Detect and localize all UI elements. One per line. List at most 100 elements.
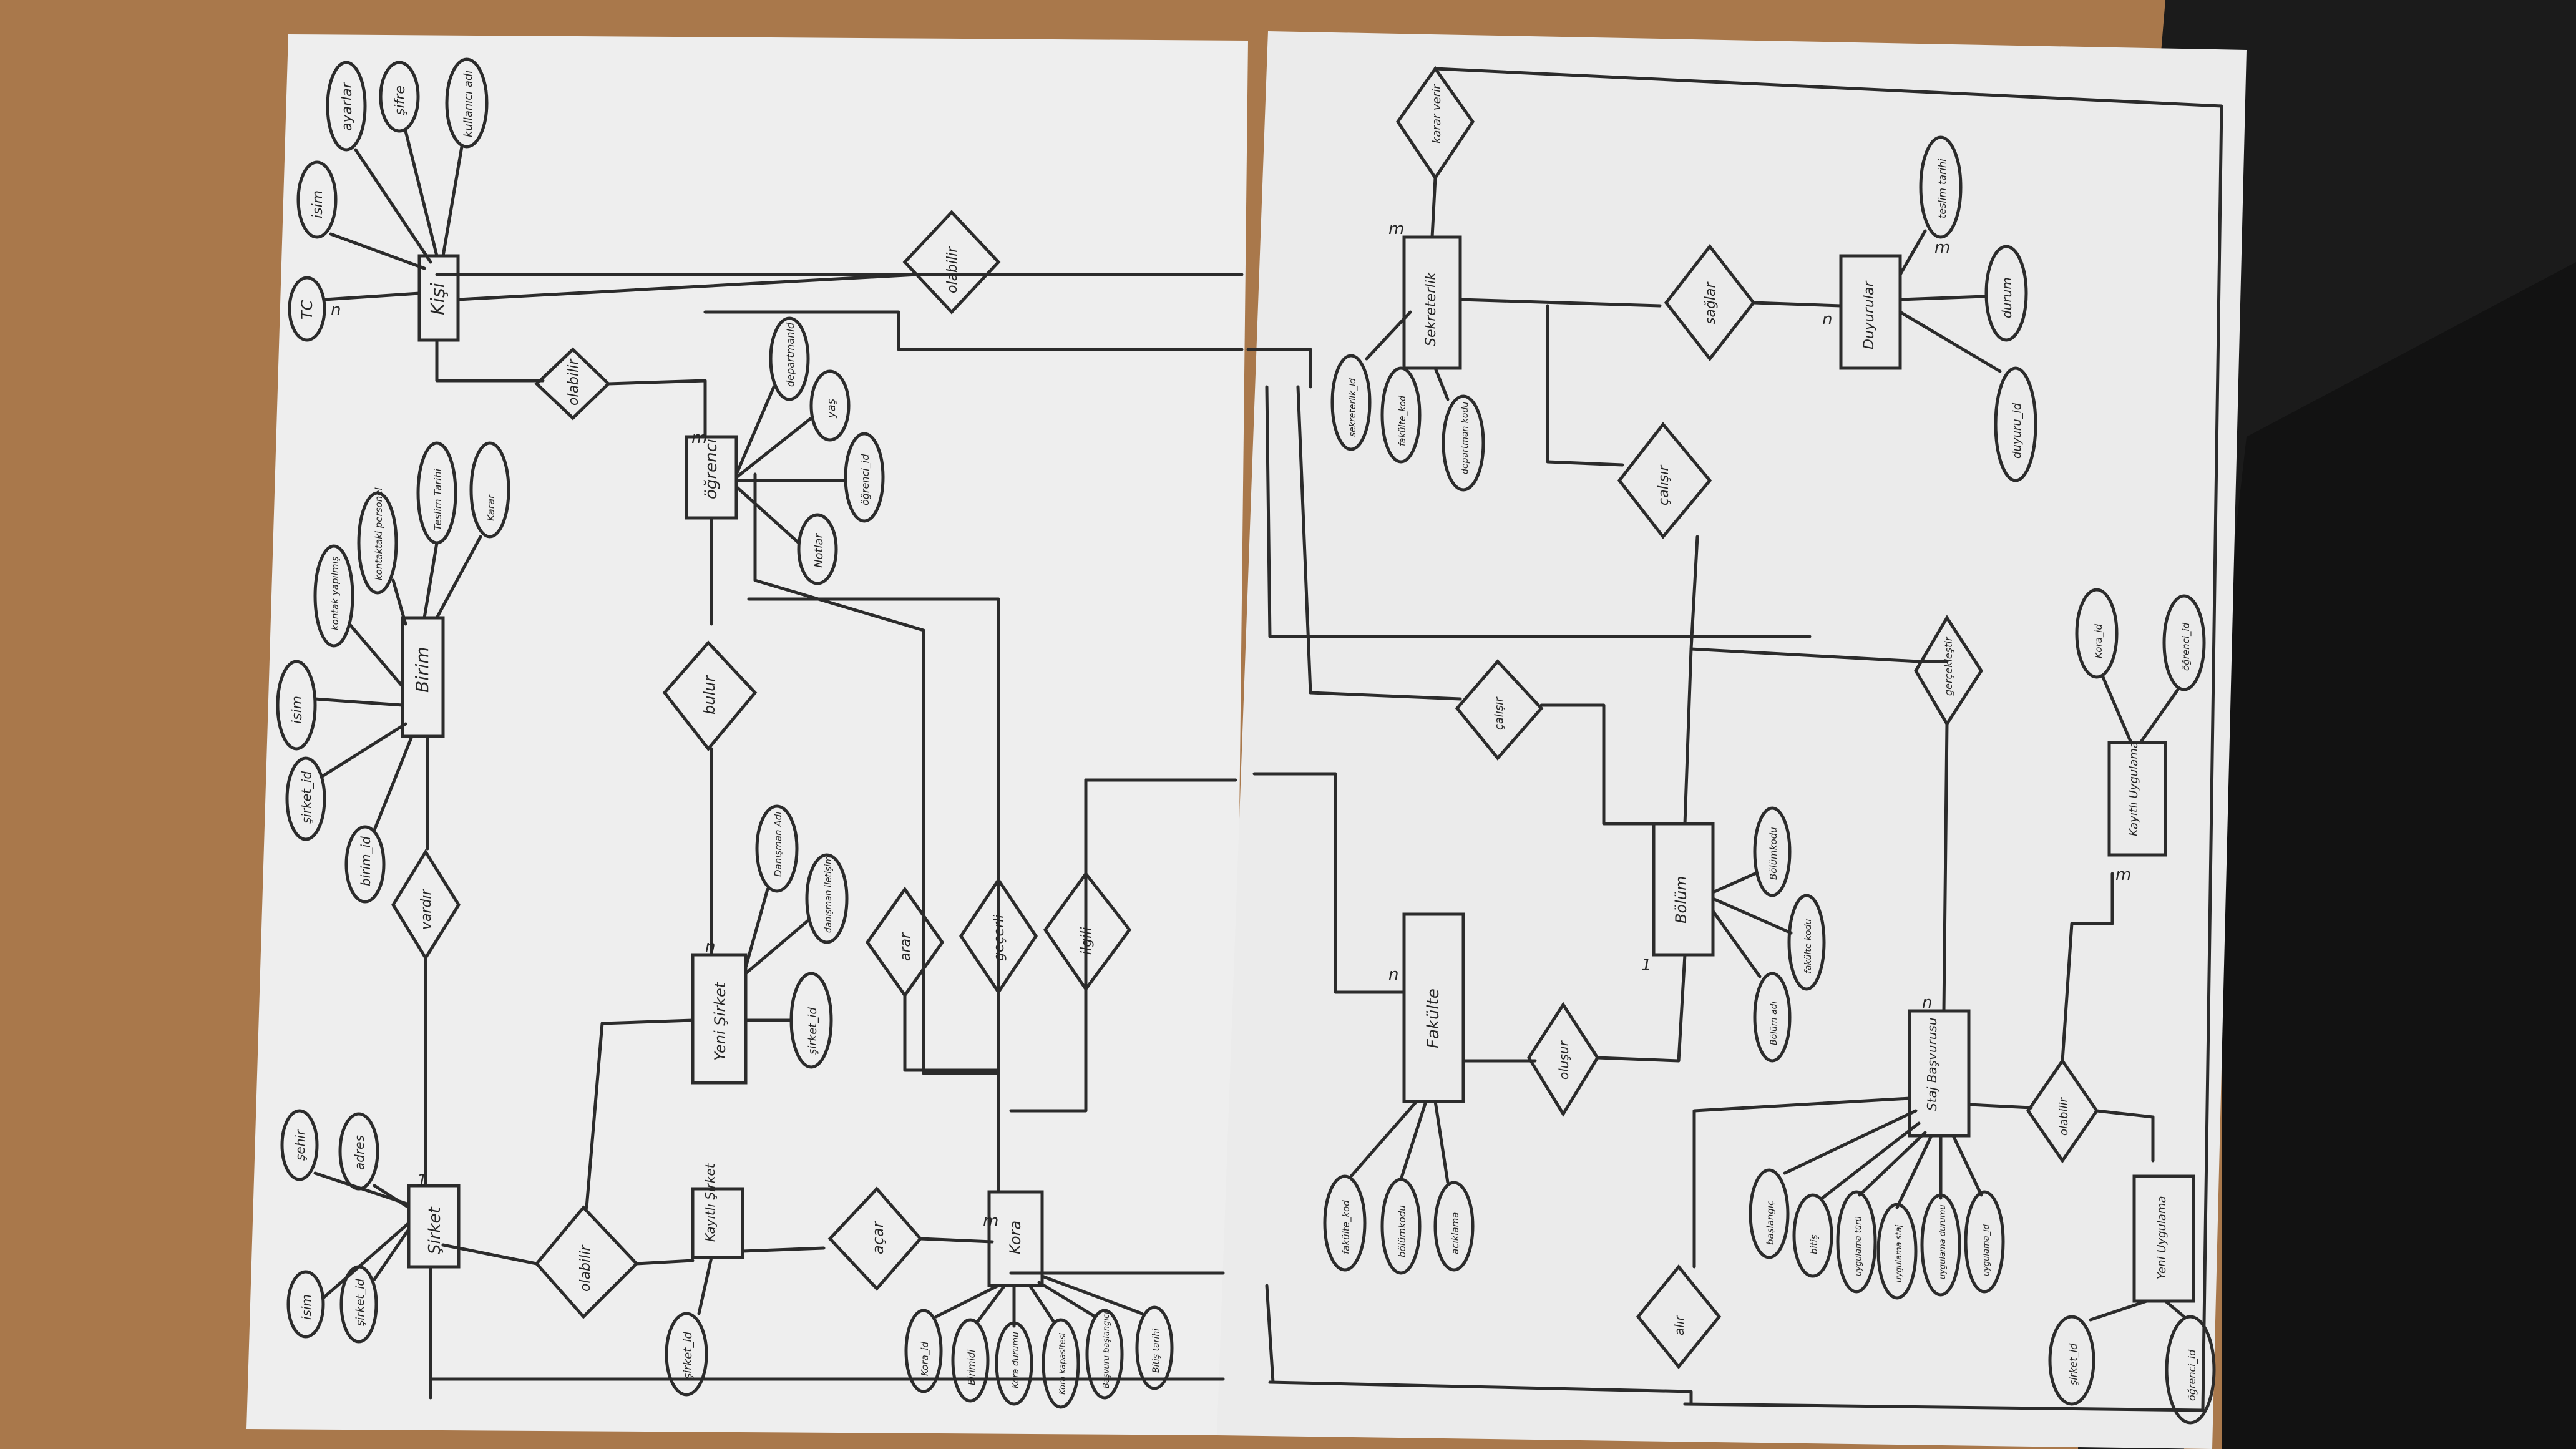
attr-links: [2101, 675, 2180, 744]
attr-uygulama-turu: [1836, 1190, 1877, 1294]
attr-kayitli-sirket-id-label: şirket_id: [681, 1332, 695, 1379]
attr-bolumkodu-f-label: bölümkodu: [1397, 1205, 1408, 1257]
line: [1296, 385, 1462, 701]
line: [741, 1246, 826, 1253]
line: [1430, 176, 1437, 239]
attr-birim-isim: [276, 660, 317, 751]
card-mark: n: [1822, 310, 1832, 329]
attr-bitis-label: bitiş: [1808, 1234, 1820, 1254]
entity-staj-basvurusu-label: Staj Başvurusu: [1925, 1017, 1939, 1111]
attr-tc-label: TC: [298, 300, 316, 320]
attr-personel: [357, 491, 398, 595]
rel-gerceklestir-label: gerçekleştir: [1943, 636, 1954, 696]
attr-tc: [288, 276, 326, 342]
rel-olabilir-3-label: olabilir: [578, 1244, 593, 1292]
rel-bulur: [662, 640, 758, 751]
attr-durum-label: durum: [1999, 277, 2014, 318]
attr-ogrenci-id-ku: [2162, 594, 2206, 691]
line: [1967, 1103, 2033, 1110]
entity-kisi-label: Kişi: [427, 282, 449, 315]
rel-saglar-label: sağlar: [1703, 281, 1719, 324]
attr-birim-id-label: birim_id: [358, 836, 373, 886]
attr-isim-label: isim: [310, 190, 326, 218]
attr-notlar: [797, 513, 838, 585]
rel-alir-label: alır: [1672, 1315, 1687, 1335]
rel-olabilir-2: [902, 210, 1001, 315]
attr-ayarlar: [326, 61, 367, 152]
card-mark: n: [1388, 965, 1398, 984]
attr-links: [313, 1171, 411, 1300]
attr-kora-id-label: Kora_id: [919, 1341, 931, 1376]
attr-links: [1711, 872, 1793, 978]
entity-sekreterlik: [1402, 235, 1462, 370]
attr-departman-kodu-label: departman kodu: [1460, 402, 1470, 474]
attr-sirket-id-yu: [2048, 1315, 2095, 1406]
right-sheet: [1217, 31, 2247, 1449]
attr-uygulama-durumu-label: uygulama durumu: [1938, 1204, 1948, 1279]
card-mark: 1: [1641, 956, 1652, 975]
attr-uygulama-staj-label: uygulama staj: [1895, 1224, 1904, 1282]
attr-bolumkodu: [1753, 806, 1792, 897]
attr-basvuru-baslangici-label: Başvuru başlangıcı: [1102, 1312, 1111, 1388]
card-mark: m: [1388, 220, 1404, 238]
card-mark: m: [2115, 866, 2131, 884]
entity-yeni-sirket-label: Yeni Şirket: [711, 981, 729, 1061]
attr-links: [697, 1256, 713, 1315]
card-mark: n: [1922, 993, 1932, 1012]
attr-birim-sirket-id-label: şirket_id: [299, 771, 314, 824]
entity-fakulte-label: Fakülte: [1424, 988, 1443, 1048]
attr-departman-kodu: [1442, 394, 1485, 492]
line: [1689, 647, 1949, 663]
rel-olusur-label: oluşur: [1556, 1040, 1571, 1080]
attr-bitis-tarihi: [1135, 1305, 1174, 1390]
attr-baslangic: [1749, 1168, 1790, 1259]
rel-olabilir-r: [2026, 1058, 2099, 1164]
entity-sekreterlik-label: Sekreterlik: [1423, 271, 1439, 346]
attr-karar: [469, 441, 510, 539]
entity-sirket: [407, 1184, 461, 1269]
line: [903, 990, 1000, 1194]
line: [585, 1018, 695, 1266]
rel-bulur-label: bulur: [701, 675, 718, 715]
rel-saglar: [1664, 243, 1756, 362]
card-mark: m: [1934, 238, 1950, 257]
attr-yas: [809, 369, 851, 442]
attr-yas-label: yaş: [825, 399, 838, 419]
attr-uygulama-id: [1964, 1190, 2005, 1294]
attr-ogrenci-id-yu-label: öğrenci_id: [2186, 1349, 2198, 1401]
attr-birim-isim-label: isim: [290, 696, 305, 724]
left-sheet-drawing: Kişi TC isim ayarlar şifre kullanıcı adı…: [276, 57, 1244, 1409]
line: [1009, 778, 1088, 1113]
card-mark: n: [705, 937, 715, 956]
attr-sirket-isim: [286, 1270, 325, 1339]
attr-kullanici-adi-label: kullanıcı adı: [462, 71, 475, 137]
attr-basvuru-baslangici: [1085, 1309, 1124, 1400]
attr-ogrenci-id-yu: [2165, 1315, 2216, 1425]
attr-ayarlar-label: ayarlar: [339, 81, 355, 131]
attr-bitis-tarihi-label: Bitiş tarihi: [1151, 1329, 1161, 1373]
entity-kayitli-sirket-label: Kayıtlı Şirket: [703, 1163, 718, 1242]
line: [1546, 304, 1624, 467]
attr-kora-durumu-label: Kora durumu: [1011, 1332, 1021, 1388]
attr-links: [2089, 1299, 2186, 1322]
rel-olabilir-r-label: olabilir: [2057, 1097, 2071, 1136]
card-mark: m: [691, 429, 707, 447]
attr-departmanid-label: departmanId: [784, 322, 796, 387]
attr-uygulama-id-label: uygulama_id: [1982, 1224, 1991, 1276]
attr-sifre-label: şifre: [393, 85, 408, 115]
attr-aciklama: [1433, 1181, 1475, 1272]
line: [1268, 1380, 1693, 1406]
line: [1252, 772, 1406, 994]
attr-kullanici-adi: [445, 57, 489, 149]
attr-kora-kapasitesi-label: Kora kapasitesi: [1058, 1333, 1068, 1395]
line: [435, 338, 545, 383]
attr-kora-kapasitesi: [1042, 1318, 1080, 1409]
attr-ogrenci-id-label: öğrenci_id: [859, 454, 872, 505]
attr-kontak: [313, 544, 354, 648]
entity-sirket-label: Şirket: [426, 1207, 444, 1254]
line: [747, 597, 1000, 1119]
rel-arar-label: arar: [898, 932, 914, 961]
rel-calisir-2: [1455, 659, 1544, 761]
line: [919, 1237, 994, 1244]
